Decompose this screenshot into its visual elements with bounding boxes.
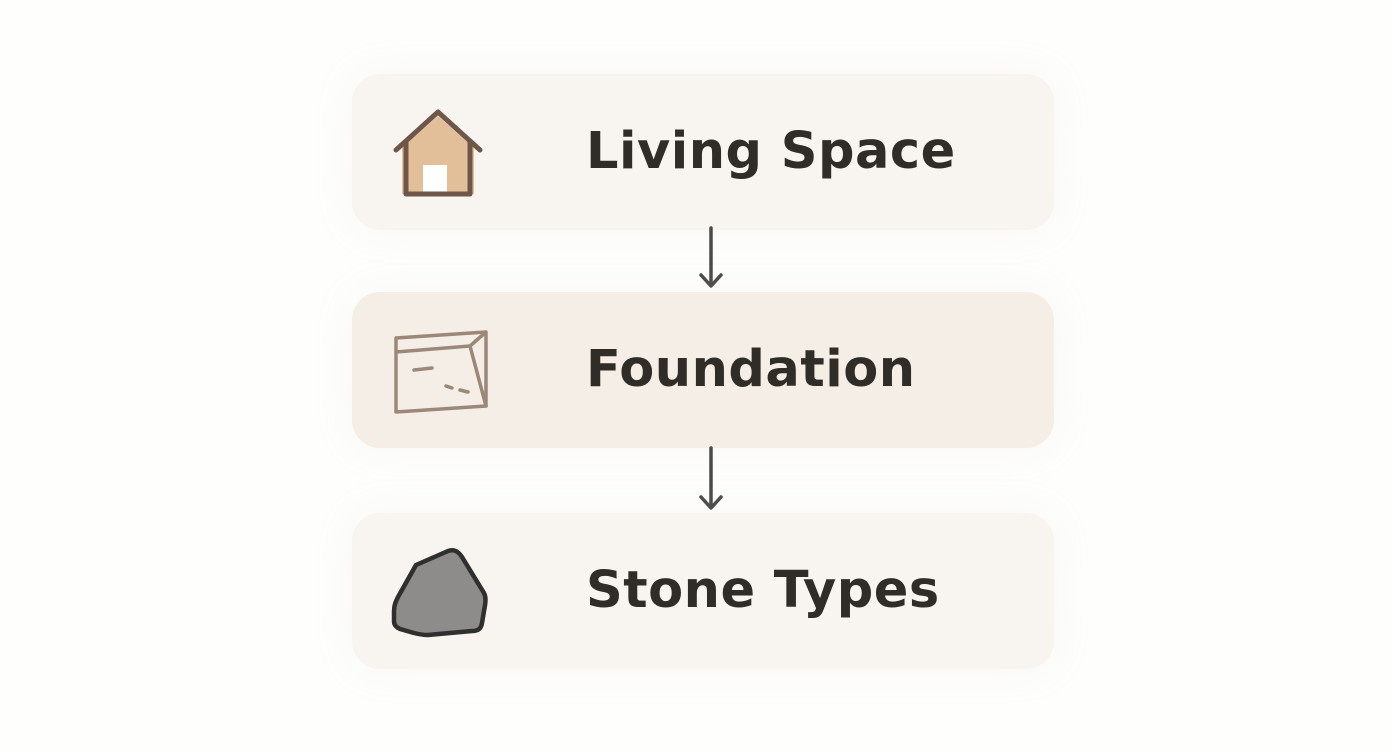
node-label: Stone Types	[586, 561, 940, 620]
down-arrow-connector	[697, 446, 725, 512]
node-living-space: Living Space	[352, 74, 1054, 230]
node-label: Living Space	[586, 122, 956, 181]
stone-icon	[388, 541, 488, 641]
node-foundation: Foundation	[352, 292, 1054, 448]
node-label: Foundation	[586, 340, 916, 399]
node-stone-types: Stone Types	[352, 513, 1054, 669]
foundation-block-icon	[388, 320, 488, 420]
house-icon	[388, 102, 488, 202]
down-arrow-connector	[697, 226, 725, 290]
